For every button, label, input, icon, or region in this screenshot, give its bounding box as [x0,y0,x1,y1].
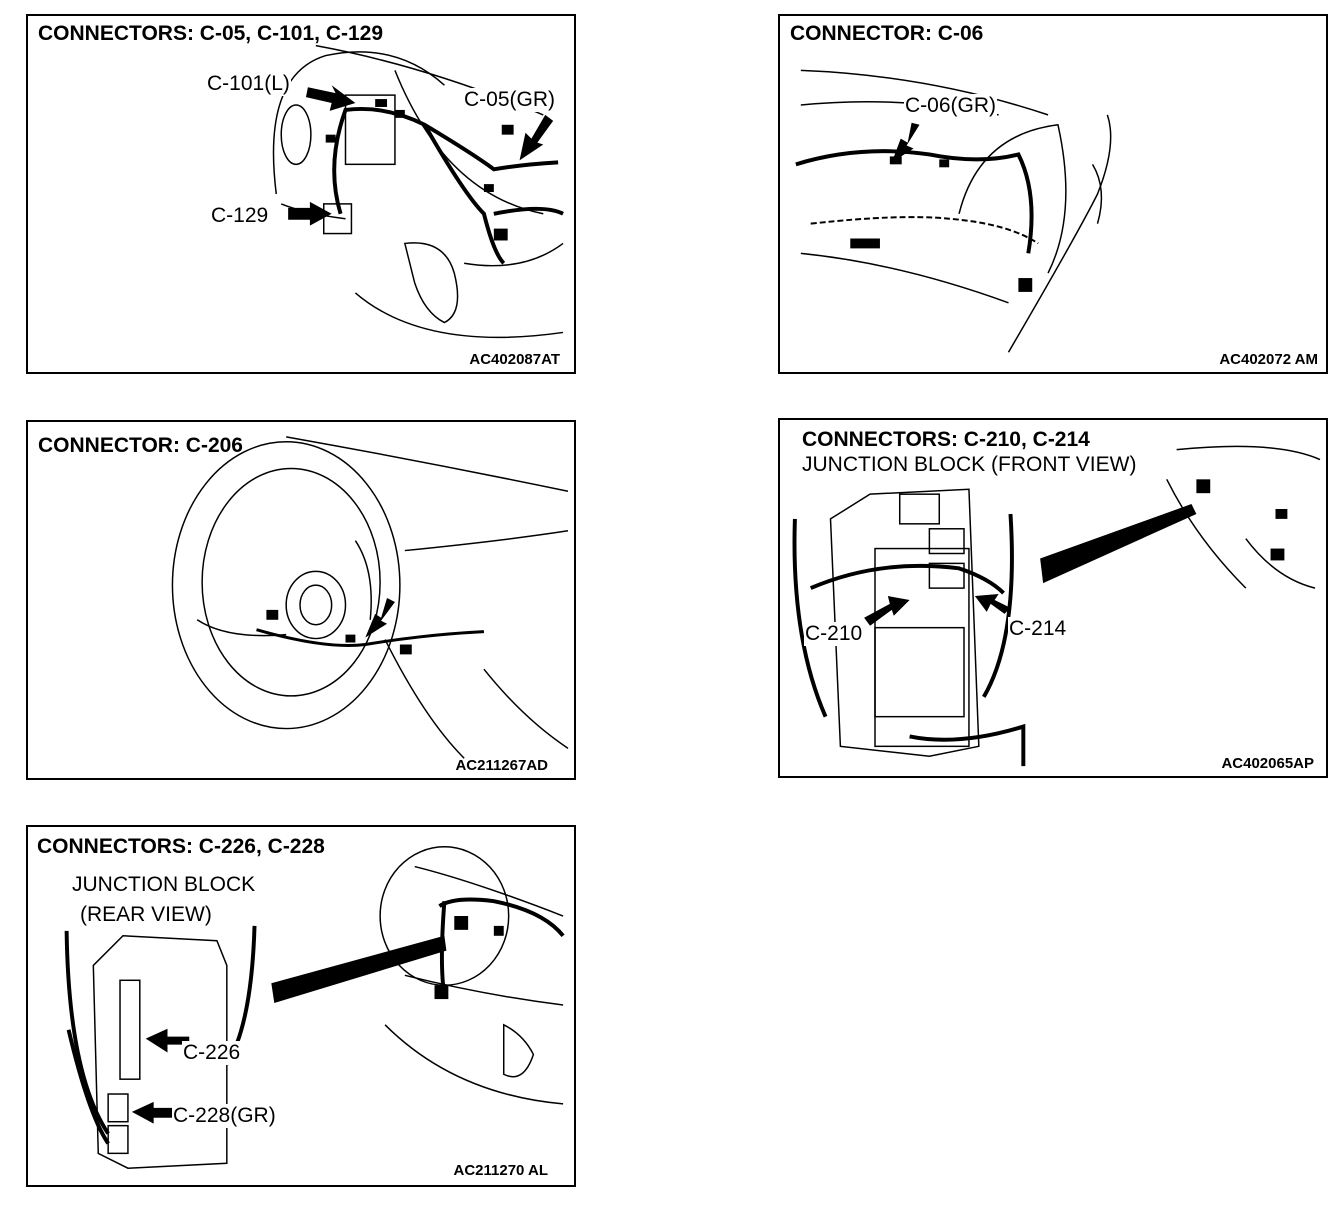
panel-subtitle: JUNCTION BLOCK (FRONT VIEW) [802,453,1137,476]
panel-title: CONNECTOR: C-06 [790,22,984,45]
taper-pointer [271,935,447,1004]
steering-wheel-illustration [171,436,569,759]
arrow-c228 [131,1101,176,1124]
callout-c05: C-05(GR) [463,88,557,112]
taper-pointer [1040,504,1197,584]
figure-code: AC211270 AL [453,1162,549,1179]
junction-block-rear-illustration [64,846,565,1169]
panel-subtitle: JUNCTION BLOCK [72,873,256,896]
figure-code: AC402065AP [1221,755,1314,772]
panel-c06: CONNECTOR: C-06 C-06(GR) AC402072 AM [778,14,1328,374]
panel-c206: CONNECTOR: C-206 AC211267AD [26,420,576,780]
callout-c210: C-210 [804,622,864,646]
arrow-c06 [891,122,920,163]
dashboard-illustration [272,44,564,339]
panel-subtitle-2: (REAR VIEW) [80,903,212,926]
panel-title: CONNECTORS: C-226, C-228 [37,835,325,858]
callout-c101: C-101(L) [206,72,291,96]
figure-code: AC402072 AM [1219,351,1318,368]
panel-c210-c214: CONNECTORS: C-210, C-214 JUNCTION BLOCK … [778,418,1328,778]
arrow-c05 [519,114,554,161]
callout-c226: C-226 [182,1041,242,1065]
callout-c129: C-129 [210,204,270,228]
arrow-c210 [864,596,910,626]
arrow-c226 [145,1028,190,1053]
figure-code: AC402087AT [469,351,560,368]
panel-title: CONNECTORS: C-210, C-214 [802,428,1090,451]
callout-c06: C-06(GR) [904,94,998,118]
panel-c226-c228: CONNECTORS: C-226, C-228 JUNCTION BLOCK … [26,825,576,1187]
panel-title: CONNECTOR: C-206 [38,434,243,457]
callout-c214: C-214 [1008,617,1068,641]
callout-c228: C-228(GR) [172,1104,277,1128]
arrow-c129 [288,201,332,226]
panel-title: CONNECTORS: C-05, C-101, C-129 [38,22,384,45]
arrow-c206 [365,598,395,638]
arrow-c101 [305,85,356,111]
dashboard-illustration [795,69,1112,353]
figure-code: AC211267AD [455,757,548,774]
panel-c05-c101-c129: CONNECTORS: C-05, C-101, C-129 C-101(L) … [26,14,576,374]
junction-block-front-illustration [792,445,1321,767]
arrow-c214 [974,594,1011,614]
